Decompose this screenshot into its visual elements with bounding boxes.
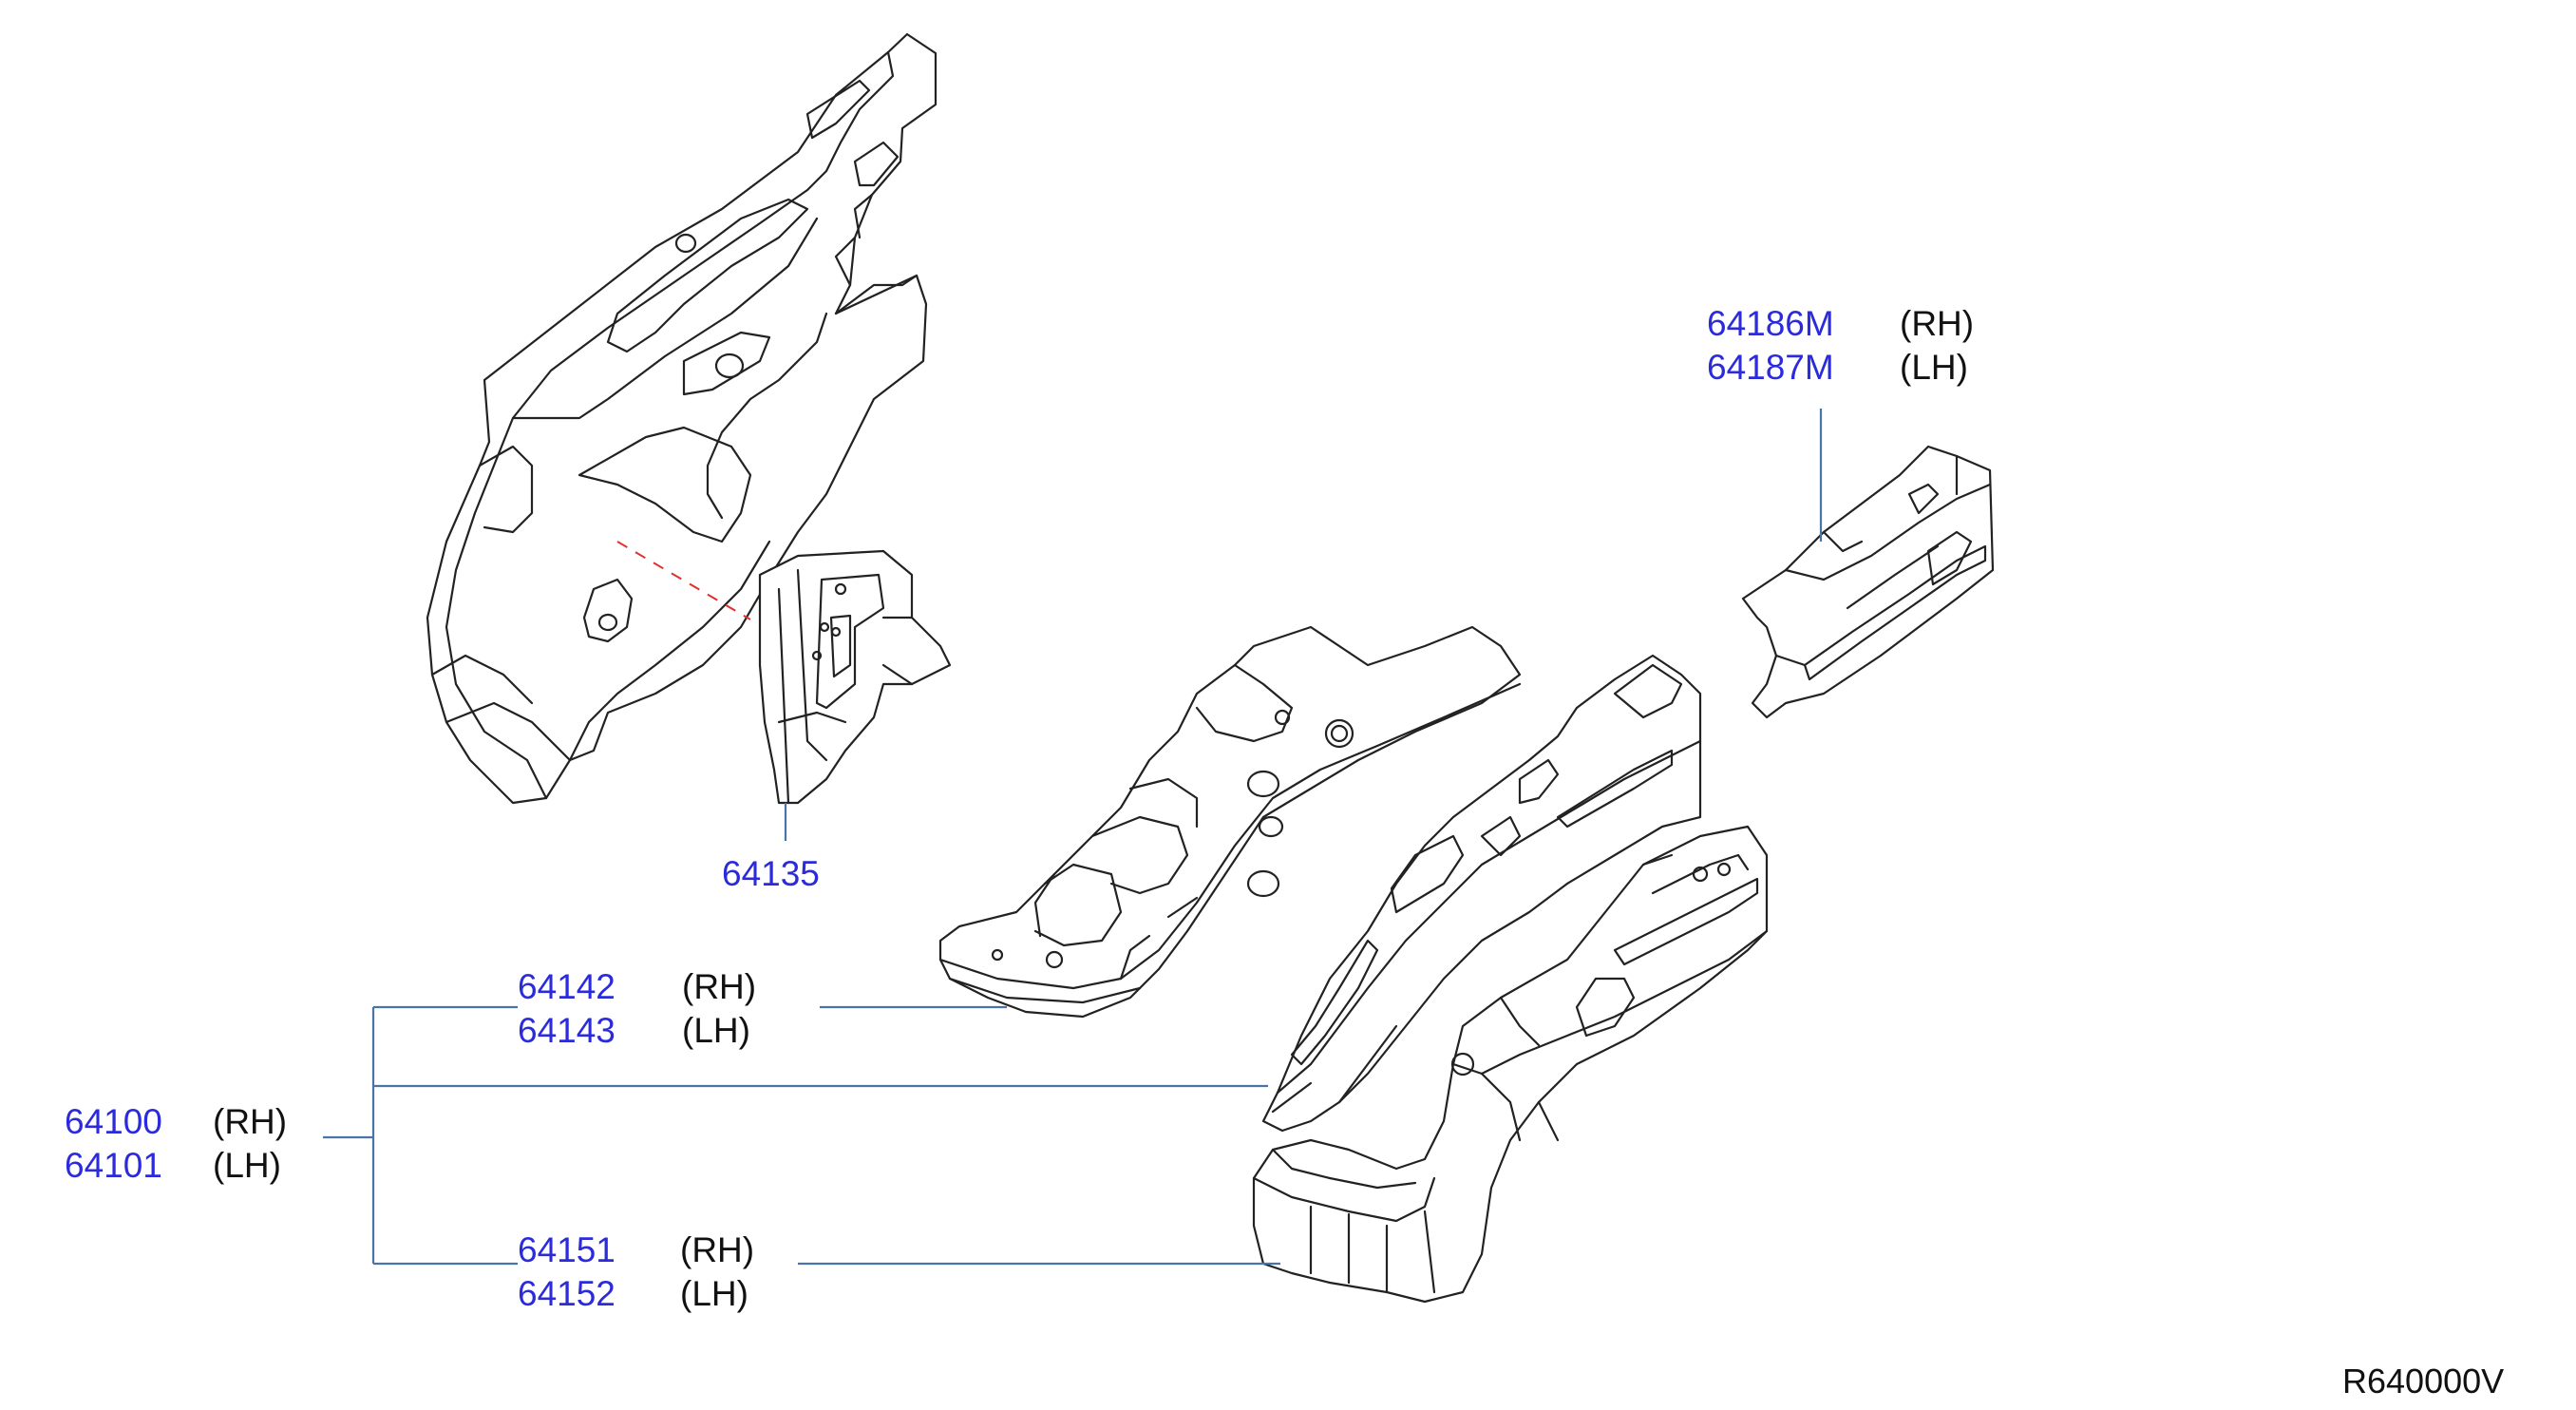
callout-64186m[interactable]: 64186M: [1707, 304, 1834, 343]
side-rh-64186m: (RH): [1900, 304, 1975, 343]
floor-panel-64142-part: [938, 625, 1522, 1019]
callout-64101[interactable]: 64101: [65, 1146, 162, 1185]
side-rh-64142: (RH): [682, 967, 757, 1006]
reference-code: R640000V: [2342, 1362, 2505, 1400]
callout-64152[interactable]: 64152: [518, 1274, 616, 1313]
side-lh-64143: (LH): [682, 1011, 750, 1050]
callout-64135[interactable]: 64135: [722, 854, 820, 893]
bracket-64186m-part: [1741, 445, 1995, 719]
alignment-guide-line: [616, 541, 751, 620]
side-rail-64100-part: [1261, 654, 1702, 1133]
side-lh-64152: (LH): [680, 1274, 748, 1313]
wheel-house-64151-part: [1252, 825, 1769, 1304]
callout-64151[interactable]: 64151: [518, 1230, 616, 1269]
callout-64187m[interactable]: 64187M: [1707, 348, 1834, 387]
side-lh-64187m: (LH): [1900, 348, 1968, 387]
side-lh-64101: (LH): [213, 1146, 281, 1185]
hoodledge-upper-panel: [426, 32, 938, 805]
leader-lines: [323, 409, 1823, 1266]
side-rh-64151: (RH): [680, 1230, 755, 1269]
callout-64142[interactable]: 64142: [518, 967, 616, 1006]
bracket-64135-part: [758, 549, 952, 805]
callout-64143[interactable]: 64143: [518, 1011, 616, 1050]
side-rh-64100: (RH): [213, 1102, 288, 1141]
callout-64100[interactable]: 64100: [65, 1102, 162, 1141]
